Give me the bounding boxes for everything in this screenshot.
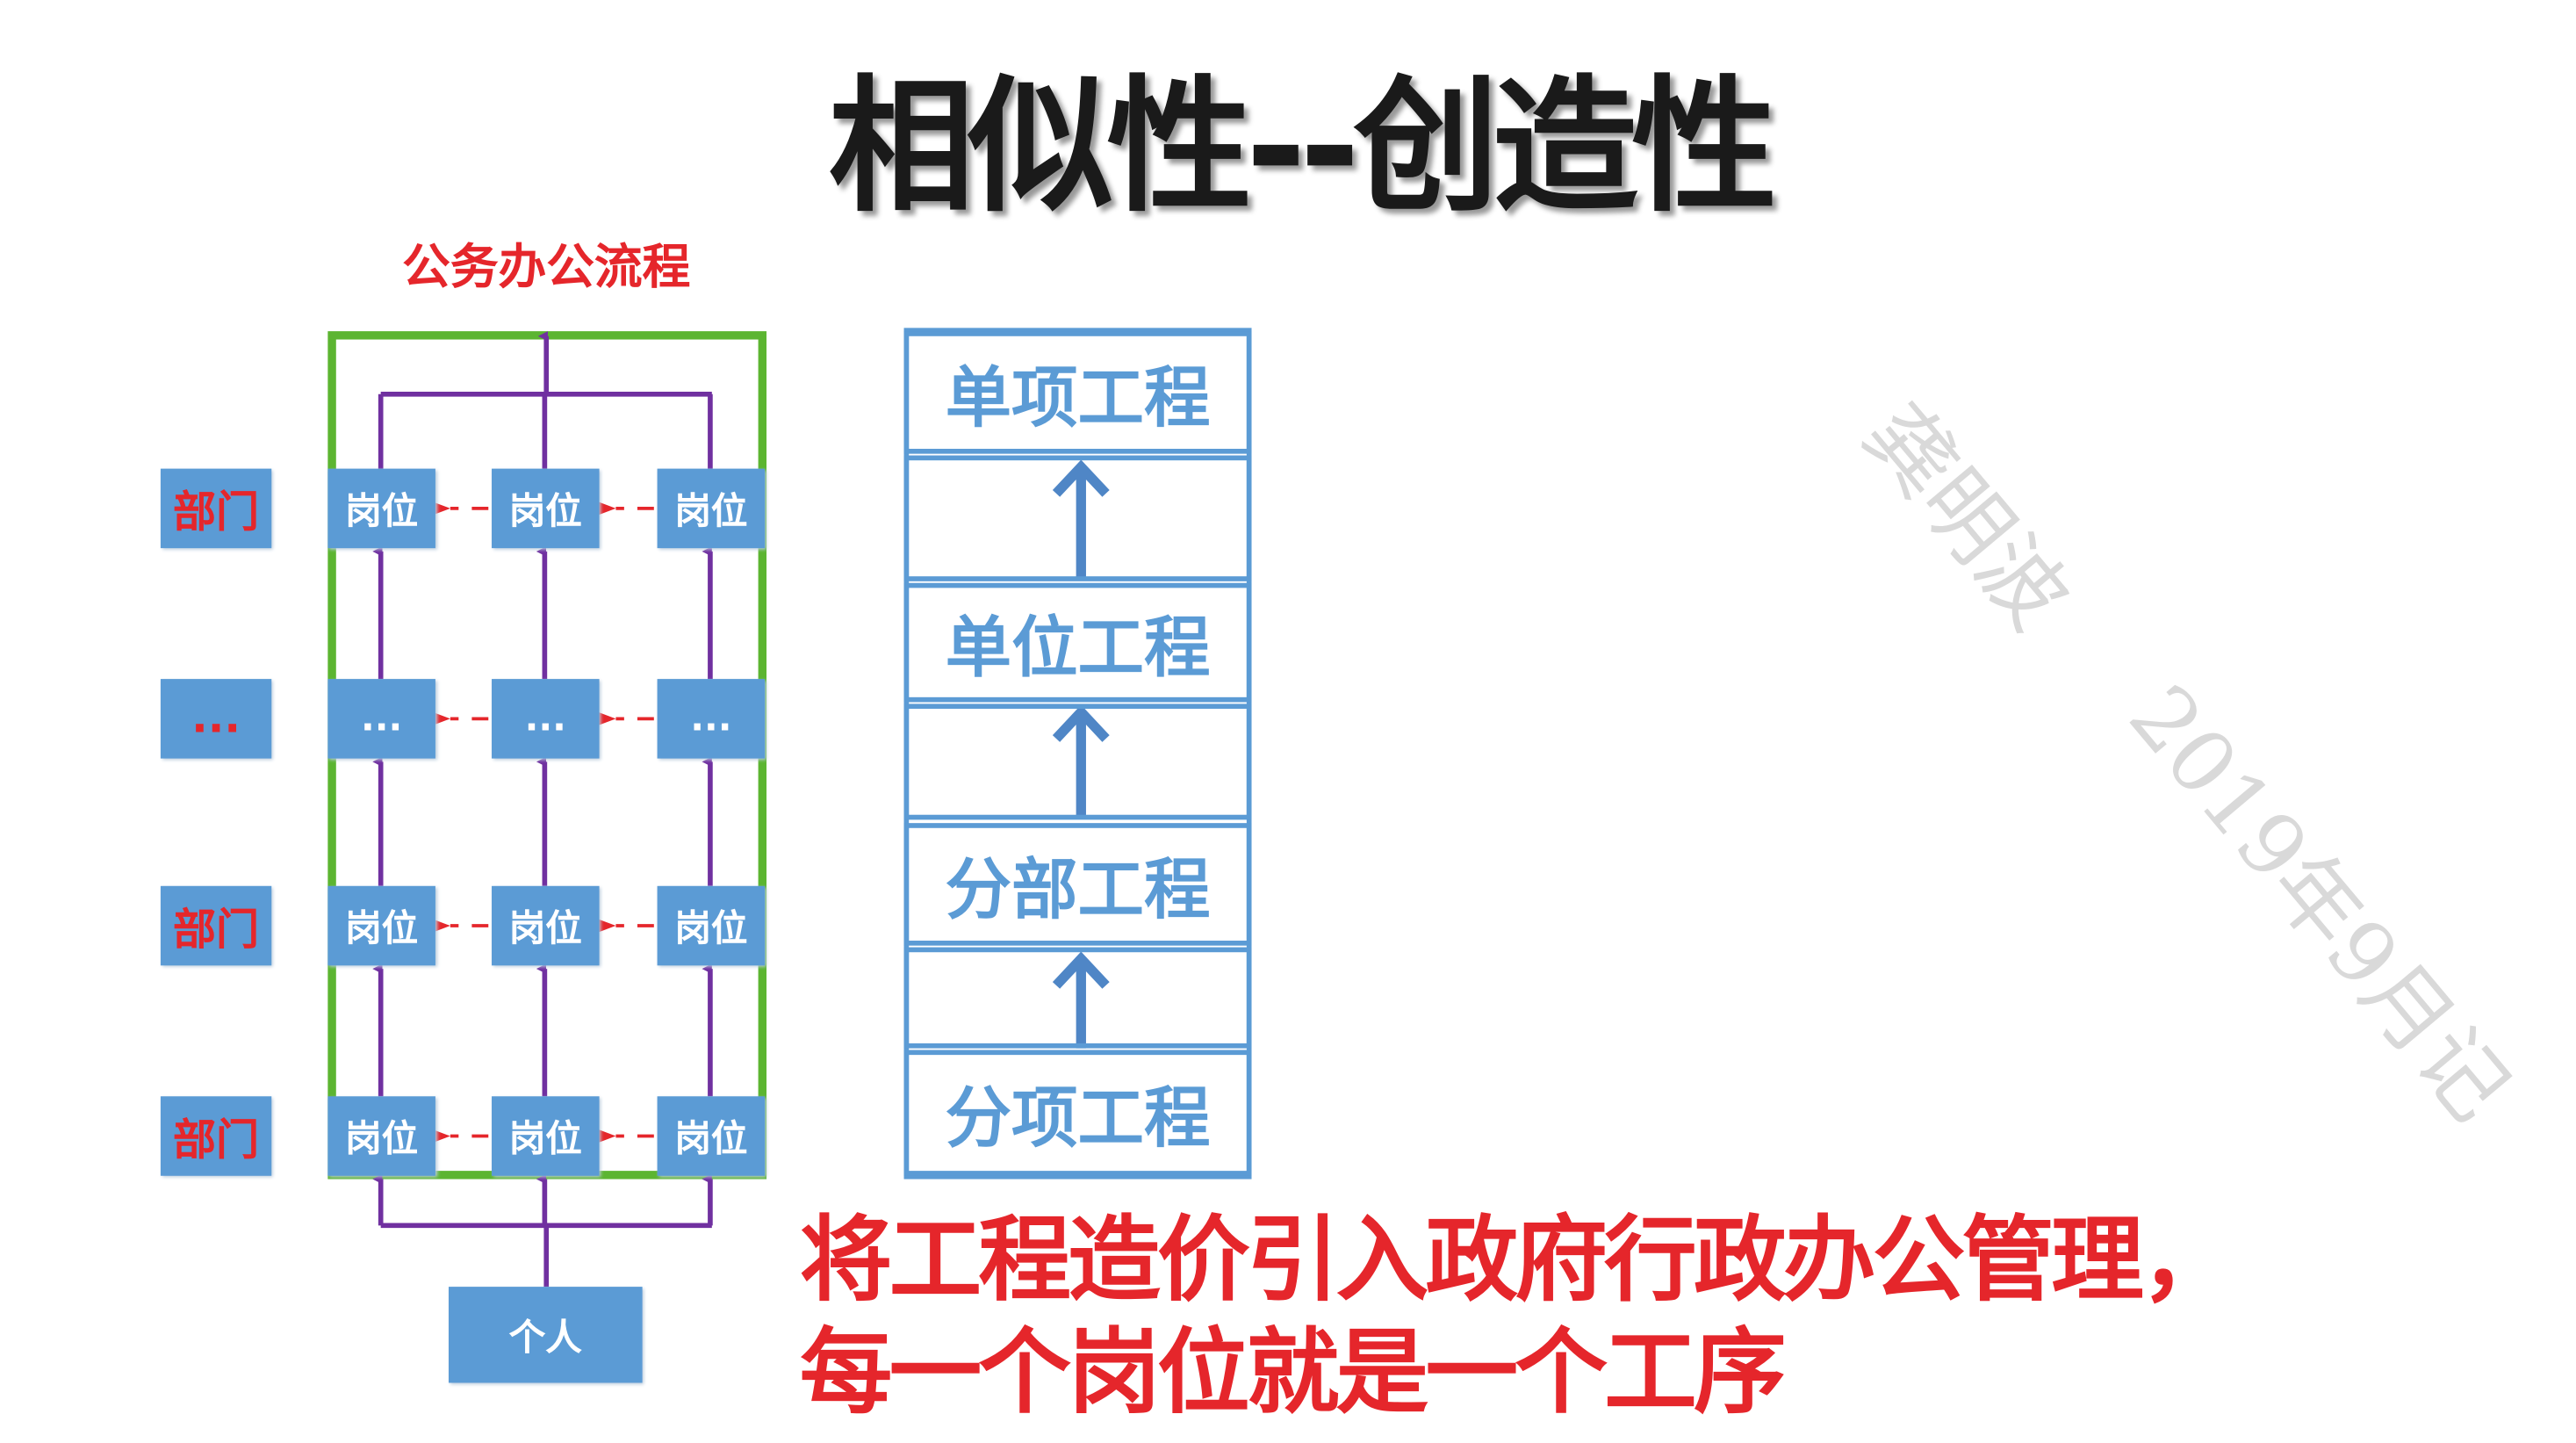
up-arrow-icon [1052, 459, 1110, 580]
up-arrow-icon [1052, 951, 1110, 1049]
up-arrow-icon [1052, 704, 1110, 817]
department-box: 部门 [160, 885, 272, 966]
position-box: ... [492, 679, 600, 759]
level-single-project: 单项工程 [903, 331, 1252, 454]
position-box: 岗位 [327, 885, 435, 966]
position-box: 岗位 [492, 1096, 600, 1176]
conclusion-line-2: 每一个岗位就是一个工序 [799, 1319, 1787, 1428]
position-box: 岗位 [492, 885, 600, 966]
individual-box: 个人 [448, 1287, 643, 1383]
flow-title: 公务办公流程 [402, 238, 691, 295]
department-box: ... [160, 679, 272, 759]
department-box: 部门 [160, 1096, 272, 1176]
arrow-cell [903, 455, 1252, 581]
position-box: ... [327, 679, 435, 759]
department-box: 部门 [160, 468, 272, 549]
conclusion-text: 将工程造价引入政府行政办公管理， 每一个岗位就是一个工序 [799, 1206, 2234, 1431]
position-box: 岗位 [327, 468, 435, 549]
arrow-cell [903, 947, 1252, 1049]
position-box: 岗位 [657, 468, 766, 549]
position-box: 岗位 [492, 468, 600, 549]
position-box: 岗位 [657, 1096, 766, 1176]
slide-title: 相似性--创造性 [828, 61, 1778, 232]
level-subitem-project: 分项工程 [903, 1050, 1252, 1176]
position-box: 岗位 [327, 1096, 435, 1176]
arrow-cell [903, 703, 1252, 820]
position-box: ... [657, 679, 766, 759]
position-box: 岗位 [657, 885, 766, 966]
level-unit-project: 单位工程 [903, 582, 1252, 703]
level-division-project: 分部工程 [903, 823, 1252, 946]
conclusion-line-1: 将工程造价引入政府行政办公管理， [799, 1207, 2234, 1316]
